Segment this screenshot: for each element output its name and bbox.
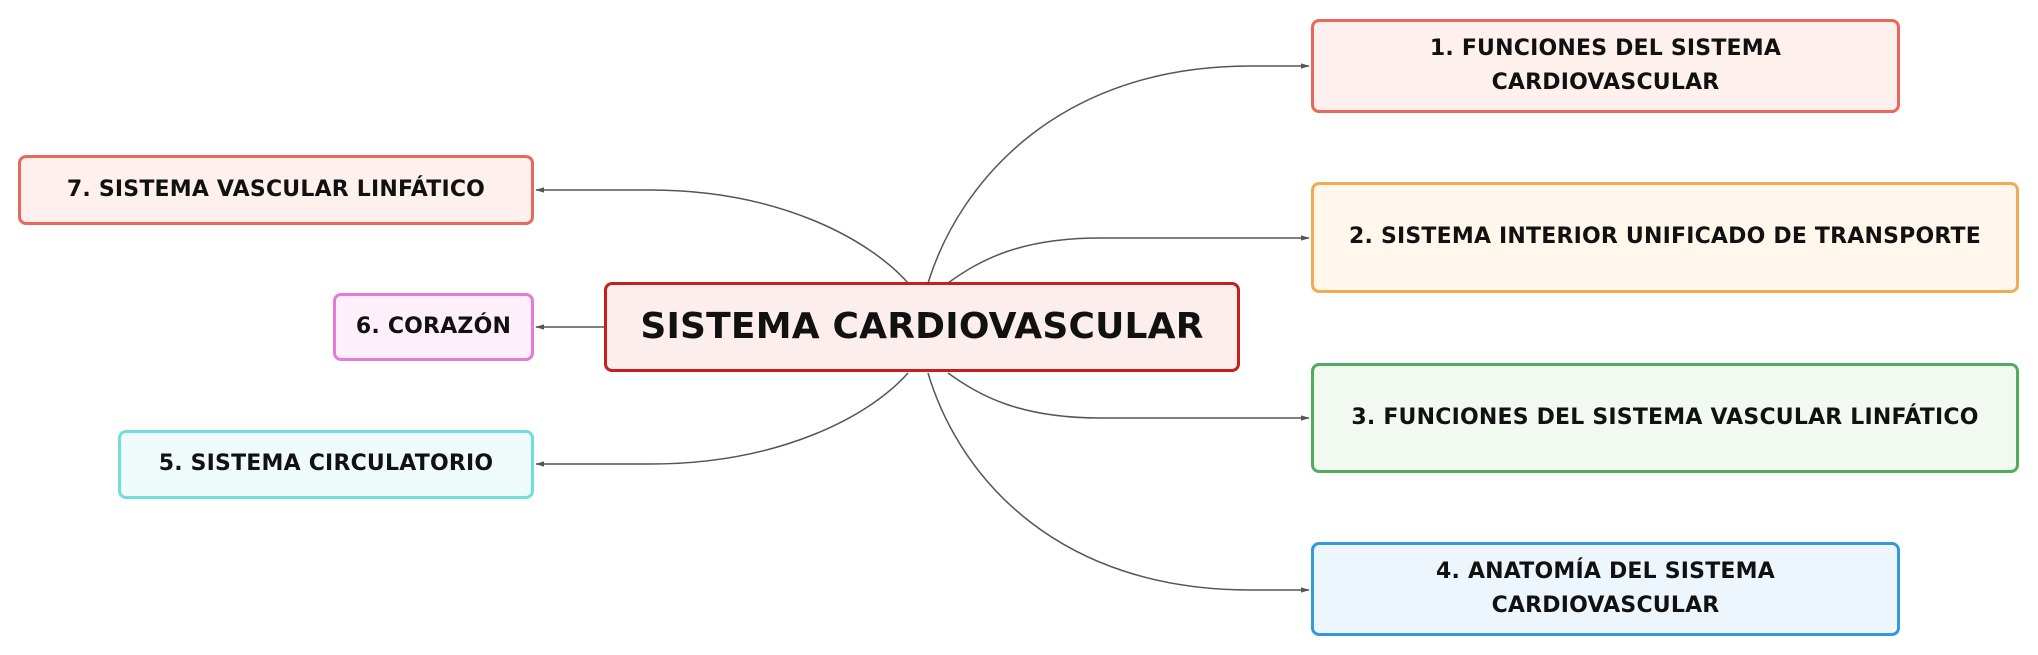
- connector-branch-5: [535, 372, 909, 467]
- branch-node-6[interactable]: 6. CORAZÓN: [333, 293, 534, 361]
- branch-label-7: 7. SISTEMA VASCULAR LINFÁTICO: [66, 176, 486, 202]
- branch-node-3[interactable]: 3. FUNCIONES DEL SISTEMA VASCULAR LINFÁT…: [1311, 363, 2019, 473]
- branch-node-2[interactable]: 2. SISTEMA INTERIOR UNIFICADO DE TRANSPO…: [1311, 182, 2019, 293]
- branch-node-1[interactable]: 1. FUNCIONES DEL SISTEMA CARDIOVASCULAR: [1311, 19, 1900, 113]
- connector-branch-4: [927, 372, 1310, 593]
- central-topic-node[interactable]: SISTEMA CARDIOVASCULAR: [604, 282, 1240, 372]
- connector-branch-1: [927, 63, 1310, 284]
- branch-label-4: 4. ANATOMÍA DEL SISTEMA CARDIOVASCULAR: [1436, 558, 1775, 618]
- branch-node-5[interactable]: 5. SISTEMA CIRCULATORIO: [118, 430, 534, 499]
- connector-branch-7: [535, 187, 909, 284]
- branch-label-5: 5. SISTEMA CIRCULATORIO: [158, 451, 494, 477]
- branch-node-7[interactable]: 7. SISTEMA VASCULAR LINFÁTICO: [18, 155, 534, 225]
- branch-label-2: 2. SISTEMA INTERIOR UNIFICADO DE TRANSPO…: [1349, 224, 1981, 250]
- branch-label-6: 6. CORAZÓN: [355, 313, 512, 339]
- branch-label-1: 1. FUNCIONES DEL SISTEMA CARDIOVASCULAR: [1429, 35, 1782, 95]
- branch-node-4[interactable]: 4. ANATOMÍA DEL SISTEMA CARDIOVASCULAR: [1311, 542, 1900, 636]
- branch-label-3: 3. FUNCIONES DEL SISTEMA VASCULAR LINFÁT…: [1351, 404, 1979, 430]
- central-topic-label: SISTEMA CARDIOVASCULAR: [640, 306, 1204, 348]
- connector-branch-3: [947, 372, 1310, 421]
- connector-branch-2: [947, 235, 1310, 284]
